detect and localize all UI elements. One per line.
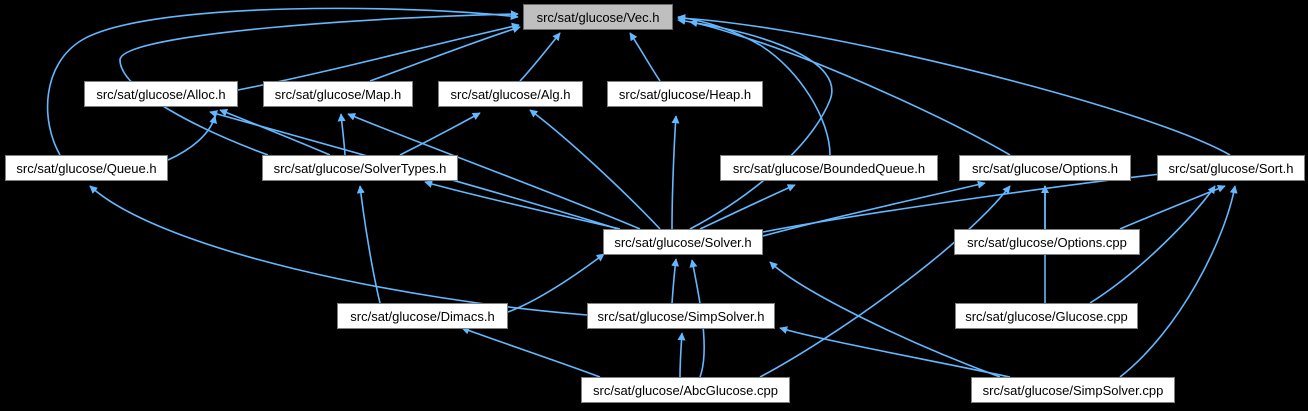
node-label-glucosecpp: src/sat/glucose/Glucose.cpp <box>965 308 1128 324</box>
node-label-solvertypes: src/sat/glucose/SolverTypes.h <box>273 160 447 176</box>
edge-solvertypes-to-vec <box>119 10 519 156</box>
edge-abcglucose-to-optionsh <box>759 185 1011 378</box>
node-label-optionsh: src/sat/glucose/Options.h <box>972 160 1118 176</box>
edge-queue-to-vec <box>46 7 519 156</box>
edge-solver-to-boundedqueue <box>699 184 796 230</box>
node-label-solver: src/sat/glucose/Solver.h <box>614 234 752 250</box>
edge-solvertypes-to-alloc <box>219 108 331 156</box>
node-label-abcglucose: src/sat/glucose/AbcGlucose.cpp <box>593 382 778 398</box>
node-simpsolvercpp[interactable]: src/sat/glucose/SimpSolver.cpp <box>971 377 1175 403</box>
node-simpsolverh[interactable]: src/sat/glucose/SimpSolver.h <box>587 303 775 329</box>
edge-boundedqueue-to-vec <box>677 14 831 156</box>
edge-solver-to-vec <box>689 19 833 230</box>
node-abcglucose[interactable]: src/sat/glucose/AbcGlucose.cpp <box>581 377 790 403</box>
edge-queue-to-alloc <box>167 115 218 161</box>
node-label-simpsolverh: src/sat/glucose/SimpSolver.h <box>597 308 765 324</box>
node-map[interactable]: src/sat/glucose/Map.h <box>263 81 413 107</box>
node-label-heap: src/sat/glucose/Heap.h <box>618 86 752 102</box>
node-label-optionscpp: src/sat/glucose/Options.cpp <box>967 234 1127 250</box>
node-label-vec: src/sat/glucose/Vec.h <box>536 9 660 25</box>
node-dimacs[interactable]: src/sat/glucose/Dimacs.h <box>337 303 508 329</box>
node-solver[interactable]: src/sat/glucose/Solver.h <box>603 229 763 255</box>
edge-heap-to-vec <box>629 32 661 82</box>
node-label-simpsolvercpp: src/sat/glucose/SimpSolver.cpp <box>982 382 1164 398</box>
node-alloc[interactable]: src/sat/glucose/Alloc.h <box>84 81 238 107</box>
edge-sort-to-vec <box>677 14 1231 156</box>
edge-simpsolvercpp-to-sort <box>1119 185 1238 378</box>
edge-alg-to-vec <box>519 32 561 82</box>
node-glucosecpp[interactable]: src/sat/glucose/Glucose.cpp <box>955 303 1138 329</box>
edge-solver-to-optionsh <box>762 180 986 237</box>
edge-solvertypes-to-alg <box>399 112 481 156</box>
node-sort[interactable]: src/sat/glucose/Sort.h <box>1157 155 1305 181</box>
node-alg[interactable]: src/sat/glucose/Alg.h <box>438 81 583 107</box>
edge-solver-to-sort <box>762 168 1181 233</box>
node-label-queue: src/sat/glucose/Queue.h <box>16 160 157 176</box>
edge-solver-to-map <box>347 113 641 230</box>
edge-simpsolvercpp-to-simpsolverh <box>779 326 1011 378</box>
node-label-map: src/sat/glucose/Map.h <box>274 86 402 102</box>
edge-glucosecpp-to-sort <box>1089 185 1216 304</box>
node-solvertypes[interactable]: src/sat/glucose/SolverTypes.h <box>262 155 458 181</box>
node-label-alloc: src/sat/glucose/Alloc.h <box>96 86 226 102</box>
node-label-dimacs: src/sat/glucose/Dimacs.h <box>350 308 495 324</box>
node-heap[interactable]: src/sat/glucose/Heap.h <box>607 81 763 107</box>
edge-abcglucose-to-dimacs <box>461 326 601 378</box>
edge-solver-to-alg <box>529 109 661 230</box>
node-vec[interactable]: src/sat/glucose/Vec.h <box>523 4 673 30</box>
edge-solvertypes-to-map <box>337 113 346 156</box>
edge-dimacs-to-solvertypes <box>356 185 381 304</box>
edge-solver-to-solvertypes <box>424 180 621 230</box>
edge-optionscpp-to-sort <box>1119 184 1226 230</box>
edge-map-to-vec <box>369 25 521 82</box>
node-queue[interactable]: src/sat/glucose/Queue.h <box>5 155 168 181</box>
node-label-boundedqueue: src/sat/glucose/BoundedQueue.h <box>732 160 926 176</box>
edge-simpsolvercpp-to-solver <box>769 261 1001 378</box>
edge-abcglucose-to-simpsolverh <box>677 332 686 378</box>
edge-solver-to-heap <box>671 115 680 230</box>
node-label-alg: src/sat/glucose/Alg.h <box>450 86 571 102</box>
edge-simpsolverh-to-queue <box>89 185 588 316</box>
node-optionscpp[interactable]: src/sat/glucose/Options.cpp <box>954 229 1140 255</box>
node-label-sort: src/sat/glucose/Sort.h <box>1168 160 1294 176</box>
node-boundedqueue[interactable]: src/sat/glucose/BoundedQueue.h <box>720 155 938 181</box>
edge-simpsolverh-to-solver <box>671 258 680 304</box>
node-optionsh[interactable]: src/sat/glucose/Options.h <box>959 155 1131 181</box>
